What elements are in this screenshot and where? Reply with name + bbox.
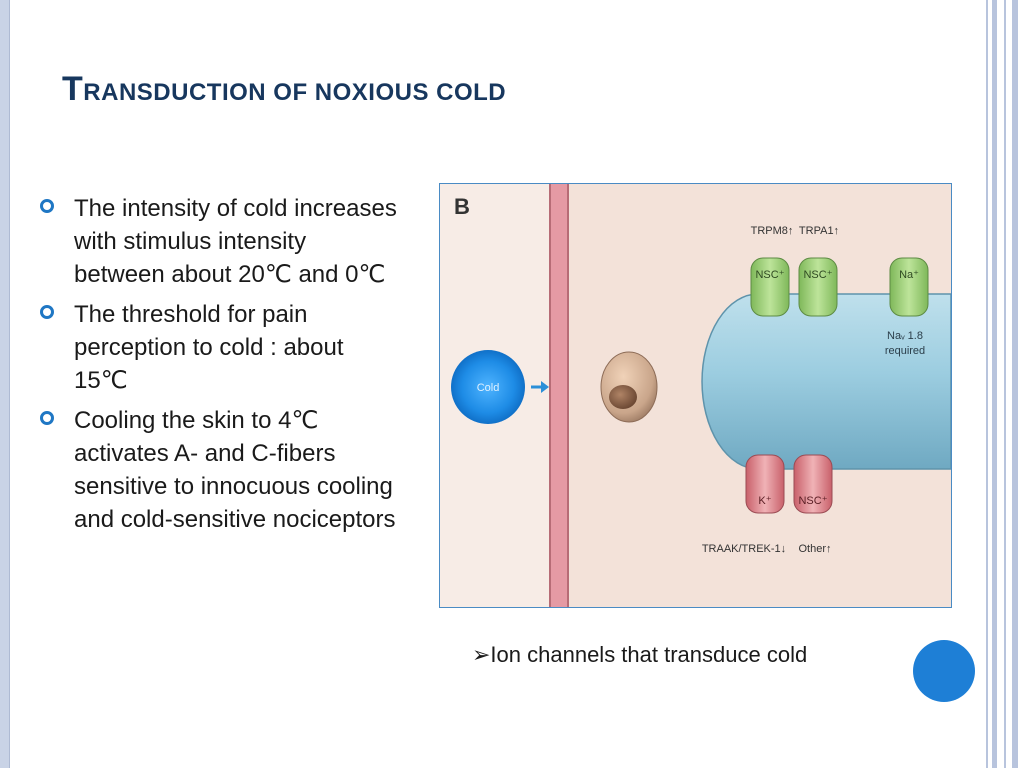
traak-trek1-label: TRAAK/TREK-1↓ xyxy=(702,543,786,555)
nav-note: Naᵥ 1.8 xyxy=(887,330,923,342)
slide-title-initial: T xyxy=(62,70,84,108)
nsc-label: NSC⁺ xyxy=(755,269,784,281)
bullet-list: The intensity of cold increases with sti… xyxy=(40,192,438,543)
bullet-icon xyxy=(40,411,54,425)
nsc-label: NSC⁺ xyxy=(803,269,832,281)
frame-line xyxy=(992,0,997,768)
nav-note: required xyxy=(885,345,925,357)
channel-body xyxy=(745,454,785,514)
bullet-item: The intensity of cold increases with sti… xyxy=(40,192,438,291)
frame-line xyxy=(1004,0,1006,768)
ion-channel-diagram: B Cold TRPM8↑ TRPA1↑ NSC⁺ NSC⁺ Na⁺ Naᵥ 1… xyxy=(440,184,951,607)
figure-caption: ➢Ion channels that transduce cold xyxy=(472,642,808,667)
bullet-line: activates A- and C-fibers xyxy=(74,440,336,467)
nerve-fiber-axon xyxy=(701,293,951,470)
stimulus-arrowhead-icon xyxy=(541,381,549,393)
skin-membrane xyxy=(550,184,568,607)
traak-trek1-channel: K⁺ xyxy=(745,454,785,514)
frame-line xyxy=(986,0,988,768)
trpa1-channel: NSC⁺ xyxy=(798,257,838,317)
k-label: K⁺ xyxy=(758,495,771,507)
channel-body xyxy=(793,454,833,514)
decorative-circle xyxy=(913,640,975,702)
channel-body xyxy=(889,257,929,317)
slide-frame-left-border xyxy=(0,0,10,768)
bullet-item: The threshold for pain perception to col… xyxy=(40,298,438,397)
cold-stimulus-circle xyxy=(451,350,525,424)
bullet-line: with stimulus intensity xyxy=(74,228,307,255)
bullet-line: sensitive to innocuous cooling xyxy=(74,473,393,500)
bullet-line: 15℃ xyxy=(74,367,128,394)
slide-title: TRANSDUCTION OF NOXIOUS COLD xyxy=(62,70,506,109)
bullet-icon xyxy=(40,199,54,213)
trpm8-label: TRPM8↑ xyxy=(751,225,794,237)
slide-title-rest: RANSDUCTION OF NOXIOUS COLD xyxy=(83,79,507,106)
panel-label: B xyxy=(454,194,470,219)
cell-nucleus xyxy=(609,385,637,409)
other-label: Other↑ xyxy=(798,543,831,555)
bullet-line: between about 20℃ and 0℃ xyxy=(74,261,386,288)
bullet-item: Cooling the skin to 4℃ activates A- and … xyxy=(40,404,438,536)
nsc-label: NSC⁺ xyxy=(798,495,827,507)
channel-body xyxy=(750,257,790,317)
cold-stimulus-label: Cold xyxy=(477,382,500,394)
other-channel: NSC⁺ xyxy=(793,454,833,514)
bullet-line: The intensity of cold increases xyxy=(74,195,397,222)
nav-channel: Na⁺ xyxy=(889,257,929,317)
bullet-line: and cold-sensitive nociceptors xyxy=(74,506,396,533)
bullet-line: perception to cold : about xyxy=(74,334,344,361)
slide-frame-right-border xyxy=(978,0,1024,768)
bullet-line: The threshold for pain xyxy=(74,301,308,328)
ion-channel-figure: B Cold TRPM8↑ TRPA1↑ NSC⁺ NSC⁺ Na⁺ Naᵥ 1… xyxy=(439,183,952,608)
frame-line xyxy=(1012,0,1018,768)
trpm8-channel: NSC⁺ xyxy=(750,257,790,317)
bullet-line: Cooling the skin to 4℃ xyxy=(74,407,319,434)
bullet-icon xyxy=(40,305,54,319)
na-label: Na⁺ xyxy=(899,269,919,281)
channel-body xyxy=(798,257,838,317)
trpa1-label: TRPA1↑ xyxy=(799,225,839,237)
